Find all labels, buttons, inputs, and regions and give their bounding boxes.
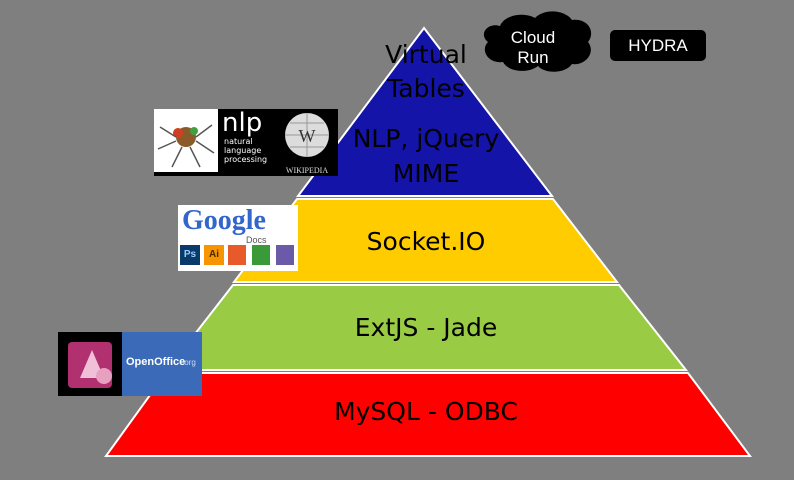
pyramid-layer-mysql	[104, 372, 752, 457]
nlp-logo-strip: nlp natural language processing W WIKIPE…	[154, 109, 338, 176]
google-docs-label: Docs	[246, 235, 267, 245]
access-openoffice-logos: OpenOffice .org	[58, 332, 202, 396]
pyramid-layer-top	[296, 26, 555, 197]
openoffice-wordmark: OpenOffice	[126, 356, 186, 368]
openoffice-logo: OpenOffice .org	[122, 332, 202, 396]
ms-access-icon	[62, 340, 120, 390]
google-docs-logo: Google Docs Ps Ai	[178, 205, 298, 271]
nlp-sub-3: processing	[224, 155, 268, 164]
layer-label-mime: MIME	[393, 159, 459, 188]
photoshop-icon: Ps	[180, 245, 200, 265]
illustrator-icon: Ai	[204, 245, 224, 265]
cloud-label-line1: Cloud	[511, 28, 555, 47]
svg-text:W: W	[299, 126, 316, 146]
nlp-sub-2: language	[224, 146, 262, 155]
wikipedia-wordmark: WIKIPEDIA	[285, 166, 329, 175]
nlp-wordmark: nlp	[222, 109, 263, 138]
wikipedia-logo: W WIKIPEDIA	[276, 109, 338, 176]
cloud-label-line2: Run	[517, 48, 548, 67]
hydra-label: HYDRA	[628, 35, 688, 55]
layer-label-tables: Tables	[386, 74, 465, 103]
nlp-sub-1: natural	[224, 137, 253, 146]
cloud-run-badge: Cloud Run	[483, 11, 592, 72]
excel-icon	[252, 245, 270, 265]
google-wordmark: Google	[182, 205, 266, 236]
openoffice-suffix: .org	[182, 358, 196, 367]
powerpoint-icon	[228, 245, 246, 265]
layer-label-mysql: MySQL - ODBC	[334, 397, 518, 426]
nlp-text-logo: nlp natural language processing	[218, 109, 276, 176]
layer-label-virtual: Virtual	[385, 40, 467, 69]
app-icons-row: Ps Ai	[178, 245, 298, 271]
layer-label-extjs: ExtJS - Jade	[355, 313, 498, 342]
layer-label-socketio: Socket.IO	[367, 227, 486, 256]
pen-icon	[276, 245, 294, 265]
spider-logo	[154, 109, 218, 172]
hydra-badge: HYDRA	[610, 30, 706, 61]
layer-label-nlp: NLP, jQuery	[353, 124, 500, 153]
